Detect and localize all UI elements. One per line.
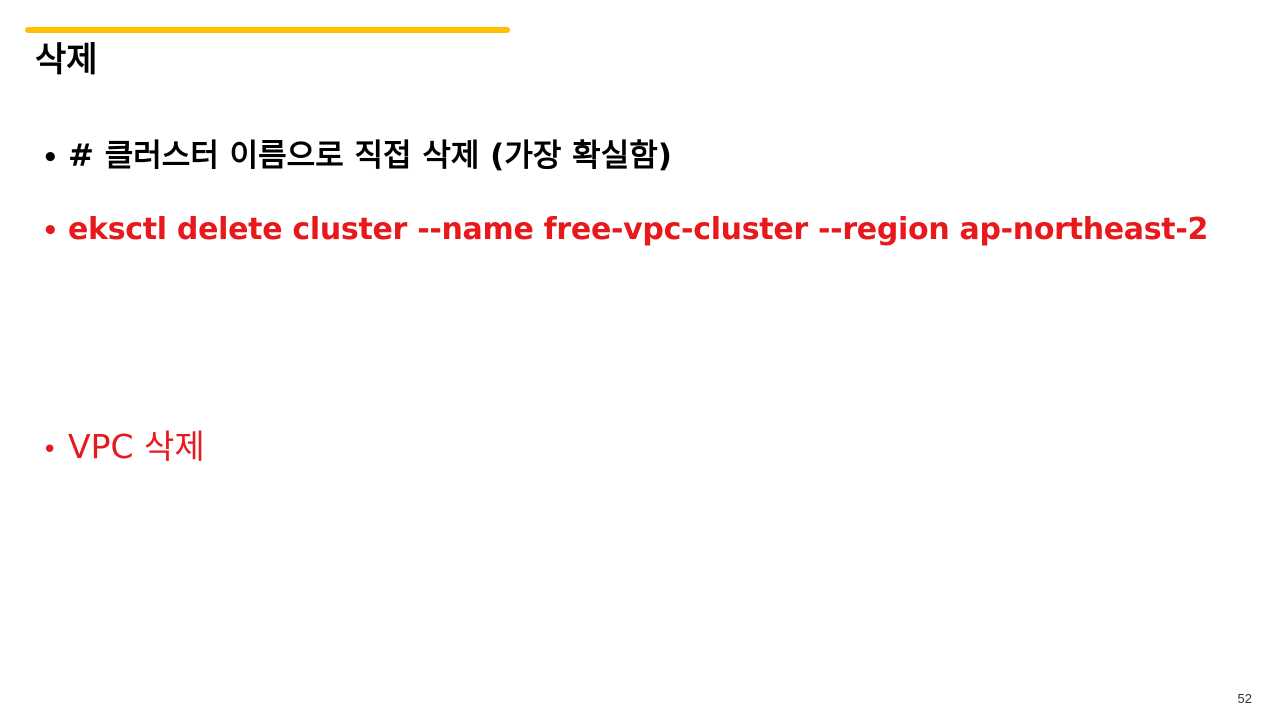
bullet-dot: • — [42, 143, 59, 173]
bullet-item-comment: • # 클러스터 이름으로 직접 삭제 (가장 확실함) — [42, 138, 672, 175]
title-accent-bar — [25, 27, 510, 33]
bullet-dot: • — [42, 216, 59, 246]
bullet-item-vpc: • VPC 삭제 — [42, 427, 205, 467]
page-number: 52 — [1237, 691, 1252, 706]
bullet-item-command: • eksctl delete cluster --name free-vpc-… — [42, 212, 1208, 248]
bullet-text: # 클러스터 이름으로 직접 삭제 (가장 확실함) — [68, 138, 672, 174]
bullet-dot: • — [42, 435, 58, 465]
slide-title: 삭제 — [35, 40, 98, 80]
bullet-text: VPC 삭제 — [68, 427, 205, 466]
bullet-text: eksctl delete cluster --name free-vpc-cl… — [68, 212, 1209, 247]
